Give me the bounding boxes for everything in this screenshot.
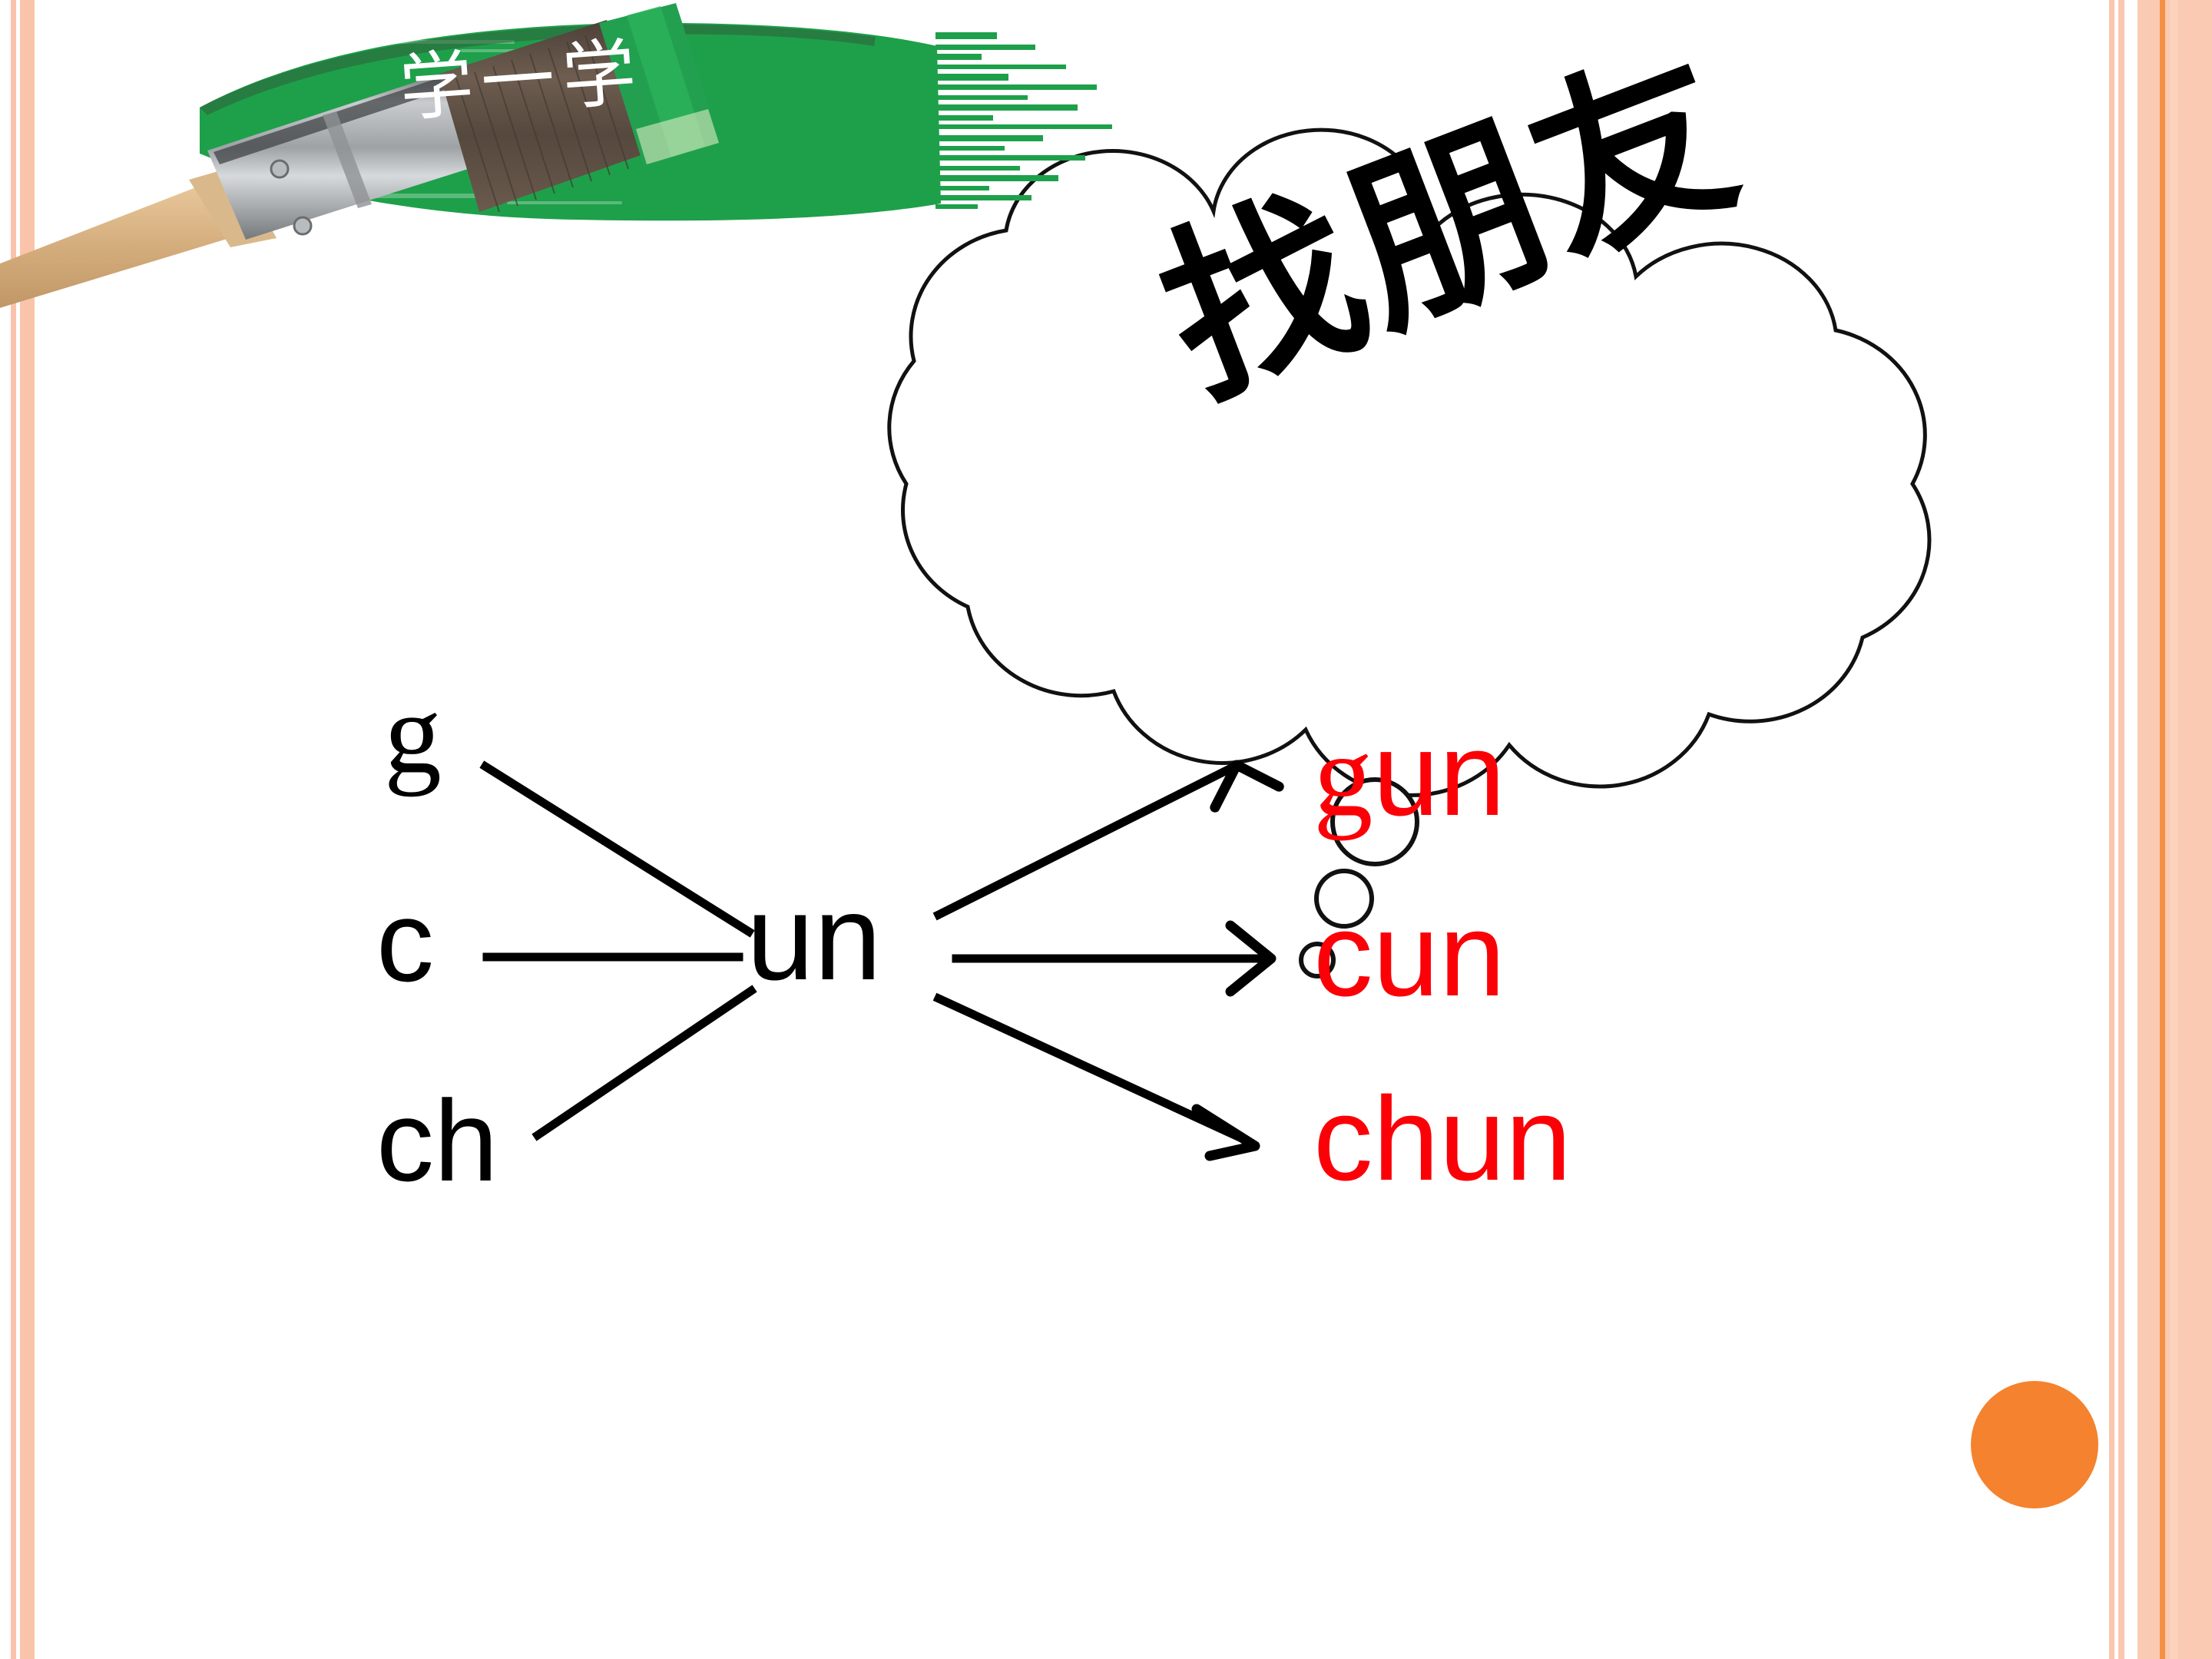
paintbrush-icon [0, 0, 1121, 315]
thought-cloud-icon [814, 54, 2197, 979]
right-border-thin-stripe-1 [2109, 0, 2114, 1659]
result-syllable-gun: gun [1313, 714, 1505, 835]
result-cun-initial: c [1313, 888, 1373, 1021]
right-border-light-stripe [2170, 0, 2178, 1659]
initial-token-ch: ch [376, 1076, 498, 1205]
result-syllable-chun: chun [1313, 1079, 1571, 1198]
result-chun-final: un [1439, 1072, 1572, 1205]
initial-token-g: g [384, 670, 442, 797]
result-chun-initial: ch [1313, 1072, 1439, 1205]
right-border-thin-stripe-2 [2118, 0, 2124, 1659]
right-border-accent-line [2160, 0, 2165, 1659]
left-border-wide-stripe [20, 0, 35, 1659]
section-label: 学一学 [396, 28, 647, 132]
orange-circle-icon [1971, 1381, 2098, 1508]
result-gun-initial: g [1313, 709, 1373, 841]
left-border-thin-stripe [11, 0, 16, 1659]
result-cun-final: un [1373, 888, 1505, 1021]
initial-token-c: c [376, 876, 434, 1005]
final-token-un: un [747, 870, 882, 1005]
result-syllable-cun: cun [1313, 895, 1505, 1014]
result-gun-final: un [1373, 707, 1505, 840]
